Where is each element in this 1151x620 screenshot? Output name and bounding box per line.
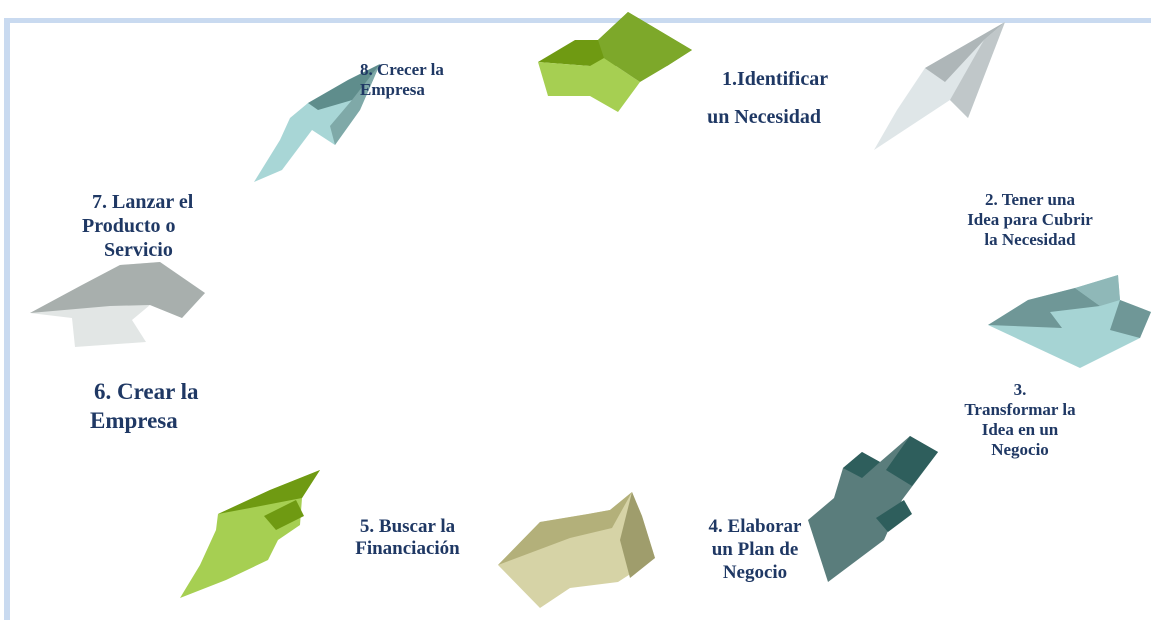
- arrow-step-4: [808, 436, 938, 582]
- step-5-line-2: Financiación: [355, 538, 460, 560]
- step-7-line-1: 7. Lanzar el: [92, 191, 194, 213]
- arrow-step-3: [988, 275, 1151, 368]
- step-7-label: 7. Lanzar el Producto o Servicio: [82, 190, 193, 262]
- step-8-line-2: Empresa: [360, 79, 425, 99]
- step-6-line-2: Empresa: [90, 407, 178, 433]
- step-2-line-2: Idea para Cubrir: [967, 210, 1093, 230]
- step-5-label: 5. Buscar la Financiación: [335, 516, 480, 561]
- step-6-line-1: 6. Crear la: [94, 379, 199, 404]
- step-2-line-1: 2. Tener una: [985, 190, 1075, 209]
- step-7-line-2: Producto o: [82, 215, 176, 237]
- step-8-line-1: 8. Crecer la: [360, 60, 444, 79]
- step-5-line-1: 5. Buscar la: [359, 516, 456, 537]
- arrow-step-8: [254, 64, 380, 182]
- step-4-line-3: Negocio: [722, 561, 788, 583]
- arrow-step-1: [538, 12, 692, 112]
- step-2-label: 2. Tener una Idea para Cubrir la Necesid…: [945, 190, 1115, 250]
- step-6-label: 6. Crear la Empresa: [90, 378, 199, 436]
- step-4-label: 4. Elaborar un Plan de Negocio: [690, 516, 820, 584]
- step-3-line-3: Idea en un: [981, 420, 1059, 440]
- step-3-line-4: Negocio: [991, 440, 1049, 460]
- step-8-label: 8. Crecer la Empresa: [360, 60, 444, 99]
- step-1-line-1: 1.Identificar: [722, 68, 829, 90]
- step-1-line-2: un Necesidad: [707, 106, 821, 128]
- step-1-label: 1.Identificar un Necesidad: [700, 60, 828, 136]
- arrow-step-5: [498, 492, 655, 608]
- step-3-line-1: 3.: [1013, 380, 1027, 399]
- step-4-line-1: 4. Elaborar: [708, 516, 802, 537]
- frame-top-border: [4, 18, 1151, 23]
- step-2-line-3: la Necesidad: [984, 230, 1076, 250]
- arrow-step-6: [180, 470, 320, 598]
- arrow-step-2: [874, 22, 1005, 150]
- step-4-line-2: un Plan de: [711, 538, 799, 560]
- arrow-step-7: [30, 262, 205, 347]
- step-3-line-2: Transformar la: [964, 400, 1076, 420]
- step-7-line-3: Servicio: [104, 239, 173, 261]
- frame-left-border: [4, 18, 10, 620]
- step-3-label: 3. Transformar la Idea en un Negocio: [945, 380, 1095, 462]
